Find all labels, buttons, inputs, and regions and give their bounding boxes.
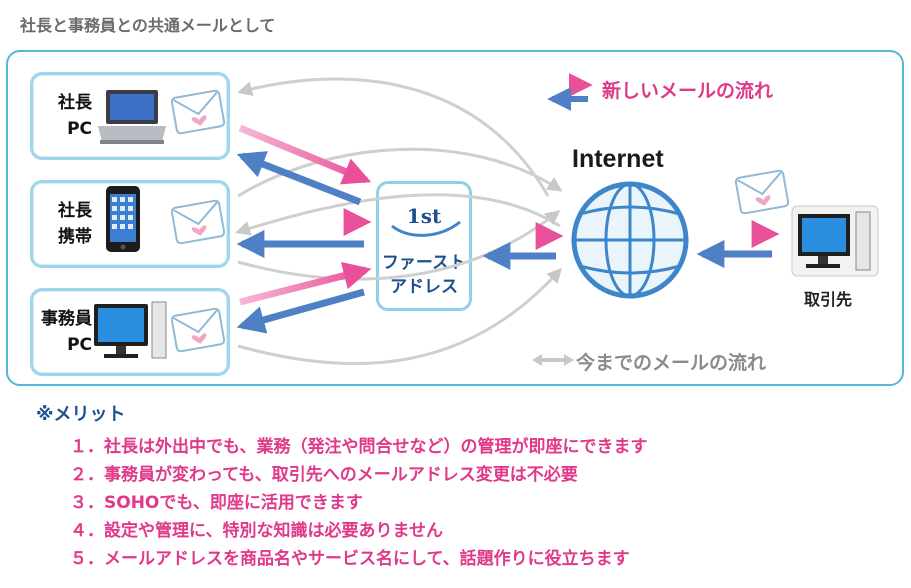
merit-item: ３．SOHOでも、即座に活用できます <box>70 493 363 513</box>
envelope-icon <box>734 169 790 215</box>
device-label-line2: 携帯 <box>58 227 92 247</box>
blue-arrow <box>236 288 365 334</box>
envelope-icon <box>170 199 226 245</box>
device-label-line1: 事務員 <box>41 309 92 329</box>
clerk-pc-label: 事務員 PC <box>30 306 92 358</box>
blue-arrow <box>236 151 362 206</box>
device-label-line1: 社長 <box>58 93 92 113</box>
device-label-line2: PC <box>67 119 92 139</box>
merit-item: ２．事務員が変わっても、取引先へのメールアドレス変更は不必要 <box>70 465 578 485</box>
envelope-icon <box>170 307 226 353</box>
internet-label: Internet <box>572 145 664 173</box>
legend-old-flow-label: 今までのメールの流れ <box>576 352 767 374</box>
new-flow-arrows <box>236 73 780 334</box>
device-label-line2: PC <box>67 335 92 355</box>
first-address-swoosh <box>391 220 461 237</box>
desktop-monitor-icon <box>94 301 167 359</box>
smartphone-icon <box>106 186 140 252</box>
old-flow-curve <box>235 193 561 236</box>
old-flow-curve <box>237 267 563 366</box>
merit-item: ４．設定や管理に、特別な知識は必要ありません <box>70 521 443 541</box>
page-title: 社長と事務員との共通メールとして <box>20 16 276 35</box>
laptop-icon <box>98 90 166 144</box>
first-address-line2: アドレス <box>390 277 458 297</box>
pink-arrow <box>238 124 372 185</box>
legend-new-flow-label: 新しいメールの流れ <box>602 80 774 102</box>
president-pc-label: 社長 PC <box>36 90 92 142</box>
globe-icon <box>571 181 689 299</box>
device-label-line1: 社長 <box>58 201 92 221</box>
client-label: 取引先 <box>804 290 853 309</box>
first-address-logo: 1st <box>406 204 442 228</box>
president-mobile-label: 社長 携帯 <box>36 198 92 250</box>
pink-arrow <box>239 261 372 306</box>
merit-item: ５．メールアドレスを商品名やサービス名にして、話題作りに役立ちます <box>70 549 630 569</box>
merits-heading: ※メリット <box>36 404 126 425</box>
envelope-icon <box>170 89 226 135</box>
client-desktop-icon <box>791 205 879 277</box>
legend-gray-arrow <box>532 354 574 366</box>
old-flow-curve <box>237 147 563 198</box>
old-flow-curve <box>237 77 550 197</box>
merit-item: １．社長は外出中でも、業務（発注や問合せなど）の管理が即座にできます <box>70 437 648 457</box>
